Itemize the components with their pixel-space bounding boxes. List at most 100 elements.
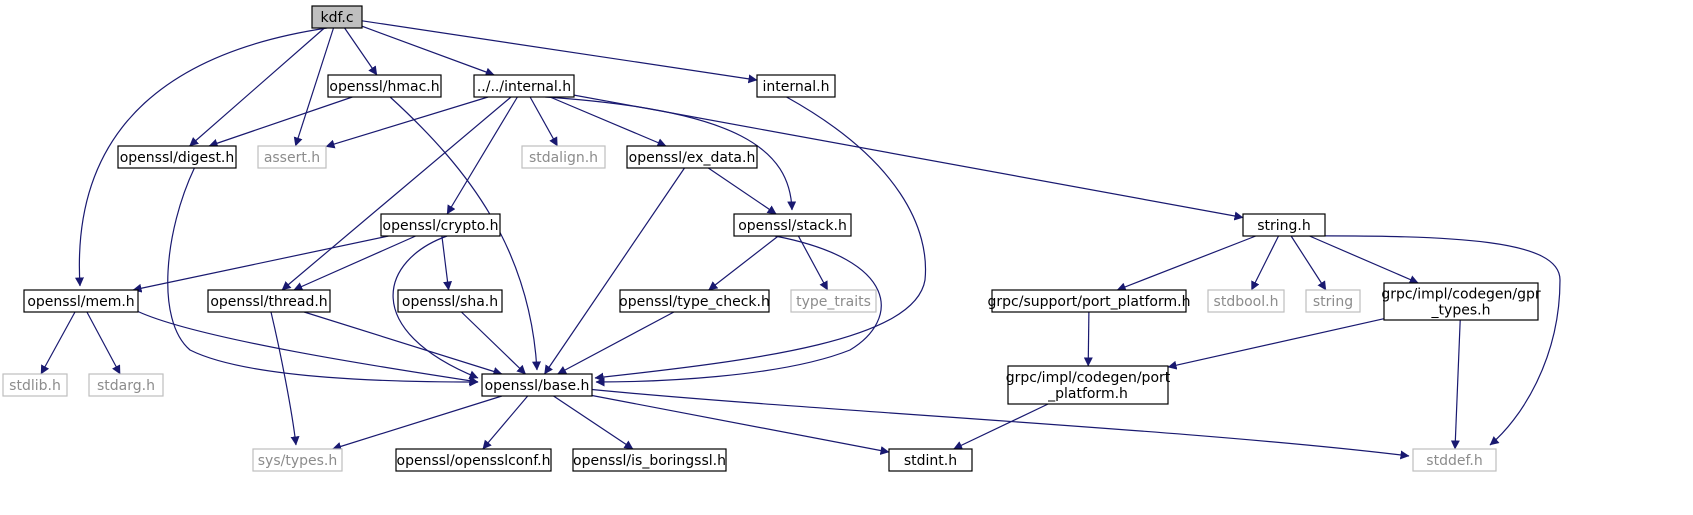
node-label: grpc/support/port_platform.h — [988, 294, 1191, 310]
node-label: internal.h — [762, 79, 829, 95]
node-stdalign-h: stdalign.h — [521, 145, 606, 169]
node-internal-h[interactable]: internal.h — [756, 74, 836, 98]
edge-internal-h-to-openssl-base-h — [594, 96, 927, 382]
node-label: openssl/digest.h — [120, 150, 235, 166]
node-label: openssl/ex_data.h — [629, 150, 756, 166]
edge-grpc-gpr-types-h-to-stddef-h — [1450, 319, 1461, 450]
edge-kdf-c-to-openssl-hmac-h — [344, 27, 378, 76]
node-openssl-type-check-h[interactable]: openssl/type_check.h — [619, 289, 770, 313]
node-label: stddef.h — [1426, 453, 1482, 469]
node-label: stdalign.h — [529, 150, 598, 166]
node-label: sys/types.h — [258, 453, 337, 469]
node-box — [327, 74, 442, 98]
node-label: stdarg.h — [97, 378, 155, 394]
edge-openssl-base-h-to-sys-types-h — [332, 395, 503, 451]
node-label: ../../internal.h — [477, 79, 571, 95]
node-label: kdf.c — [320, 10, 353, 26]
node-box — [619, 289, 770, 313]
node-openssl-stack-h[interactable]: openssl/stack.h — [733, 213, 852, 237]
node-label: openssl/crypto.h — [383, 218, 499, 234]
edge-openssl-type-check-h-to-openssl-base-h — [557, 311, 675, 375]
edge-kdf-c-to-openssl-mem-h — [74, 27, 328, 287]
edge-grpc-support-port-platform-h-to-grpc-port-platform-h — [1083, 311, 1093, 367]
node-box — [88, 373, 164, 397]
edge-kdf-c-to-assert-h — [293, 27, 335, 147]
node-label: string.h — [1257, 218, 1311, 234]
node-stdbool-h: stdbool.h — [1207, 289, 1285, 313]
edge-internal-rel-h-to-stdalign-h — [529, 96, 558, 147]
node-label: _types.h — [1431, 303, 1491, 319]
node-type-traits: type_traits — [790, 289, 877, 313]
node-grpc-support-port-platform-h[interactable]: grpc/support/port_platform.h — [988, 289, 1191, 313]
node-openssl-opensslconf-h[interactable]: openssl/opensslconf.h — [395, 448, 552, 472]
edge-openssl-thread-h-to-openssl-base-h — [303, 311, 503, 376]
node-openssl-hmac-h[interactable]: openssl/hmac.h — [327, 74, 442, 98]
node-openssl-crypto-h[interactable]: openssl/crypto.h — [380, 213, 501, 237]
edge-openssl-crypto-h-to-openssl-mem-h — [132, 235, 389, 293]
node-label: assert.h — [264, 150, 320, 166]
node-box — [23, 289, 139, 313]
node-box — [1207, 289, 1285, 313]
node-label: openssl/is_boringssl.h — [573, 453, 726, 469]
edge-openssl-base-h-to-openssl-is-boringssl-h — [553, 395, 634, 450]
node-box — [626, 145, 758, 169]
node-box — [380, 213, 501, 237]
node-kdf-c[interactable]: kdf.c — [311, 5, 363, 29]
node-box — [1305, 289, 1361, 313]
node-openssl-digest-h[interactable]: openssl/digest.h — [117, 145, 237, 169]
edge-openssl-stack-h-to-type-traits — [797, 235, 829, 291]
node-label: openssl/thread.h — [210, 294, 327, 310]
edge-openssl-mem-h-to-stdlib-h — [40, 311, 76, 375]
node-internal-rel-h[interactable]: ../../internal.h — [473, 74, 575, 98]
node-openssl-ex-data-h[interactable]: openssl/ex_data.h — [626, 145, 758, 169]
node-box — [257, 145, 327, 169]
node-label: stdlib.h — [9, 378, 61, 394]
node-openssl-is-boringssl-h[interactable]: openssl/is_boringssl.h — [572, 448, 727, 472]
node-box — [888, 448, 973, 472]
node-openssl-base-h[interactable]: openssl/base.h — [481, 373, 593, 397]
nodes-layer: kdf.c openssl/hmac.h ../../internal.h inter… — [2, 5, 1541, 472]
edge-openssl-sha-h-to-openssl-base-h — [460, 311, 527, 375]
edge-kdf-c-to-internal-h — [361, 20, 758, 84]
node-assert-h: assert.h — [257, 145, 327, 169]
node-label: grpc/impl/codegen/port — [1006, 370, 1171, 386]
node-stddef-h: stddef.h — [1412, 448, 1497, 472]
node-grpc-gpr-types-h[interactable]: grpc/impl/codegen/gpr_types.h — [1381, 282, 1541, 321]
edge-openssl-ex-data-h-to-openssl-stack-h — [707, 167, 777, 215]
node-box — [521, 145, 606, 169]
node-label: _platform.h — [1047, 386, 1128, 402]
node-label: stdint.h — [904, 453, 957, 469]
node-box — [481, 373, 593, 397]
node-box — [1242, 213, 1326, 237]
edge-internal-rel-h-to-openssl-ex-data-h — [549, 96, 667, 147]
edge-string-h-to-stddef-h — [1291, 235, 1561, 446]
node-string: string — [1305, 289, 1361, 313]
edge-openssl-crypto-h-to-openssl-sha-h — [441, 235, 453, 291]
edge-string-h-to-string — [1290, 235, 1327, 291]
node-grpc-port-platform-h[interactable]: grpc/impl/codegen/port_platform.h — [1006, 365, 1171, 405]
node-label: openssl/sha.h — [402, 294, 498, 310]
edge-grpc-port-platform-h-to-stdint-h — [953, 403, 1049, 450]
node-stdlib-h: stdlib.h — [2, 373, 68, 397]
edge-openssl-crypto-h-to-openssl-base-h — [392, 235, 479, 379]
edge-kdf-c-to-internal-rel-h — [361, 25, 495, 77]
node-string-h[interactable]: string.h — [1242, 213, 1326, 237]
edges-layer — [40, 20, 1561, 460]
node-box — [991, 289, 1187, 313]
node-stdint-h[interactable]: stdint.h — [888, 448, 973, 472]
node-sys-types-h: sys/types.h — [252, 448, 343, 472]
node-box — [397, 289, 503, 313]
edge-openssl-stack-h-to-openssl-type-check-h — [708, 235, 779, 291]
edge-openssl-base-h-to-stdint-h — [591, 394, 890, 455]
edge-internal-rel-h-to-openssl-stack-h — [545, 96, 797, 211]
node-openssl-mem-h[interactable]: openssl/mem.h — [23, 289, 139, 313]
node-openssl-thread-h[interactable]: openssl/thread.h — [207, 289, 331, 313]
edge-openssl-hmac-h-to-openssl-digest-h — [208, 96, 353, 148]
node-openssl-sha-h[interactable]: openssl/sha.h — [397, 289, 503, 313]
edge-string-h-to-grpc-gpr-types-h — [1309, 235, 1419, 284]
edge-string-h-to-stdbool-h — [1250, 235, 1280, 291]
node-box — [207, 289, 331, 313]
edge-kdf-c-to-openssl-digest-h — [189, 27, 325, 147]
node-label: stdbool.h — [1214, 294, 1279, 310]
node-label: grpc/impl/codegen/gpr — [1381, 287, 1541, 303]
